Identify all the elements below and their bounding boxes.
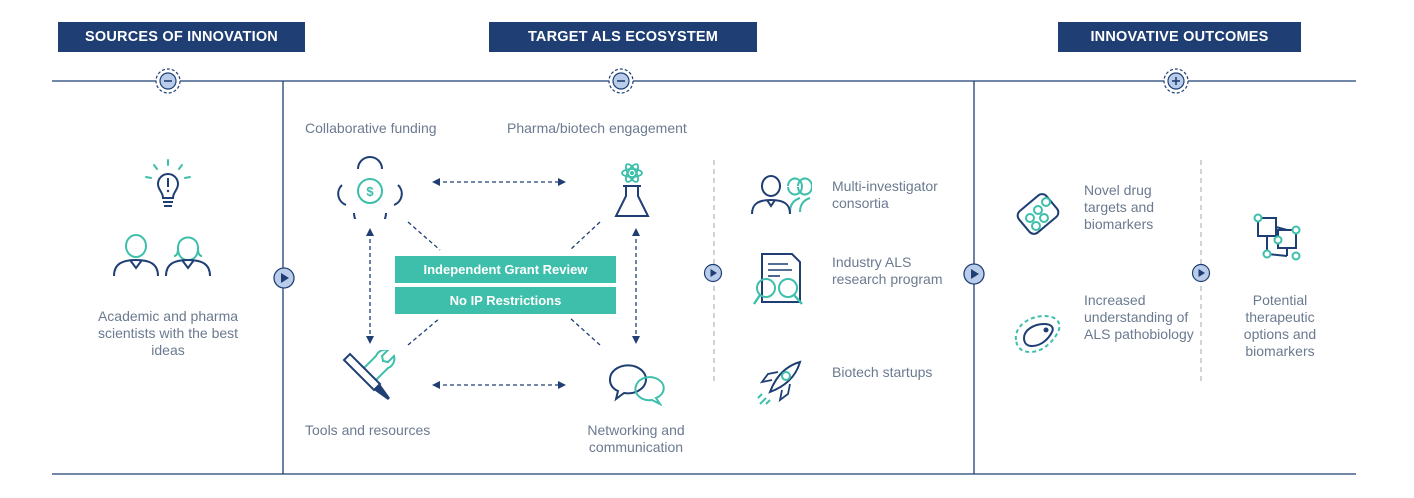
minus-marker-icon [155, 68, 181, 94]
flask-atom-icon [614, 163, 650, 217]
cell-pathobiology-icon [1014, 314, 1061, 354]
collaborative-funding-label: Collaborative funding [305, 120, 437, 136]
play-marker-icon [1191, 263, 1211, 283]
play-marker-icon [703, 263, 723, 283]
pill-blister-icon [1016, 193, 1060, 235]
header-sources-of-innovation: SOURCES OF INNOVATION [58, 22, 305, 52]
networking-label: Networking and communication [587, 422, 685, 455]
tools-resources-label: Tools and resources [305, 422, 431, 438]
pharma-engagement-label: Pharma/biotech engagement [507, 120, 687, 136]
no-ip-restrictions-button: No IP Restrictions [395, 287, 616, 314]
plus-marker-icon [1163, 68, 1189, 94]
diag-link-tl [407, 221, 441, 251]
independent-grant-review-button: Independent Grant Review [395, 256, 616, 283]
drug-targets-label: Novel drug targets and biomarkers [1084, 182, 1155, 232]
consortia-label: Multi-investigator consortia [832, 178, 938, 211]
lightbulb-icon [145, 159, 191, 207]
play-marker-icon [963, 263, 985, 285]
understanding-label: Increased understanding of ALS pathobiol… [1084, 292, 1194, 342]
consortia-icon [751, 175, 812, 215]
startups-label: Biotech startups [832, 364, 933, 380]
sources-label: Academic and pharma scientists with the … [97, 308, 239, 358]
play-marker-icon [273, 267, 295, 289]
rocket-icon [757, 360, 802, 405]
chat-bubbles-icon [608, 364, 665, 406]
header-target-als-ecosystem: TARGET ALS ECOSYSTEM [489, 22, 757, 52]
tools-icon [342, 350, 396, 400]
minus-marker-icon [608, 68, 634, 94]
research-document-icon [753, 253, 803, 305]
collaborative-funding-icon: $ [337, 156, 403, 219]
diag-link-br [569, 317, 601, 346]
industry-program-label: Industry ALS research program [832, 254, 943, 287]
scientists-icon [113, 234, 211, 277]
diag-link-tr [569, 221, 601, 251]
therapeutic-label: Potential therapeutic options and biomar… [1243, 292, 1317, 359]
svg-text:$: $ [366, 184, 374, 199]
diag-link-bl [407, 317, 441, 346]
header-innovative-outcomes: INNOVATIVE OUTCOMES [1058, 22, 1301, 52]
molecule-network-icon [1253, 213, 1301, 261]
